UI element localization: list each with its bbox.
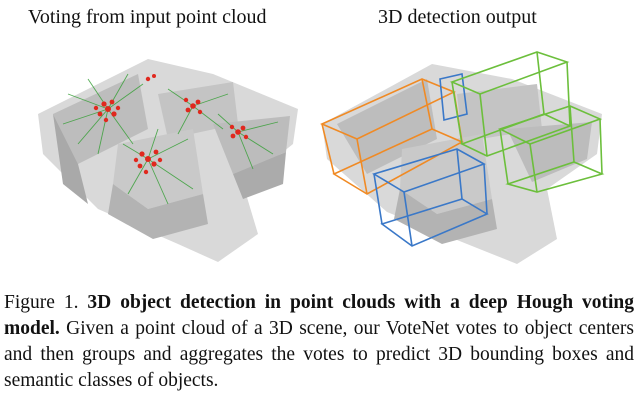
point-cloud-scene [322,64,602,264]
caption-label: Figure 1. [4,292,79,313]
left-panel-title: Voting from input point cloud [28,6,267,28]
point-cloud-scene [38,59,298,262]
bbox-blue [372,73,489,247]
caption-bold-title: 3D object detection in point clouds with… [4,292,634,339]
figure-caption: Figure 1. 3D object detection in point c… [4,290,634,394]
bbox-green [449,51,605,193]
detection-output-image [320,51,605,264]
vote-points [93,74,249,175]
caption-body: Given a point cloud of a 3D scene, our V… [4,318,634,391]
voting-point-cloud-image [38,59,298,262]
right-panel-title: 3D detection output [378,6,537,28]
